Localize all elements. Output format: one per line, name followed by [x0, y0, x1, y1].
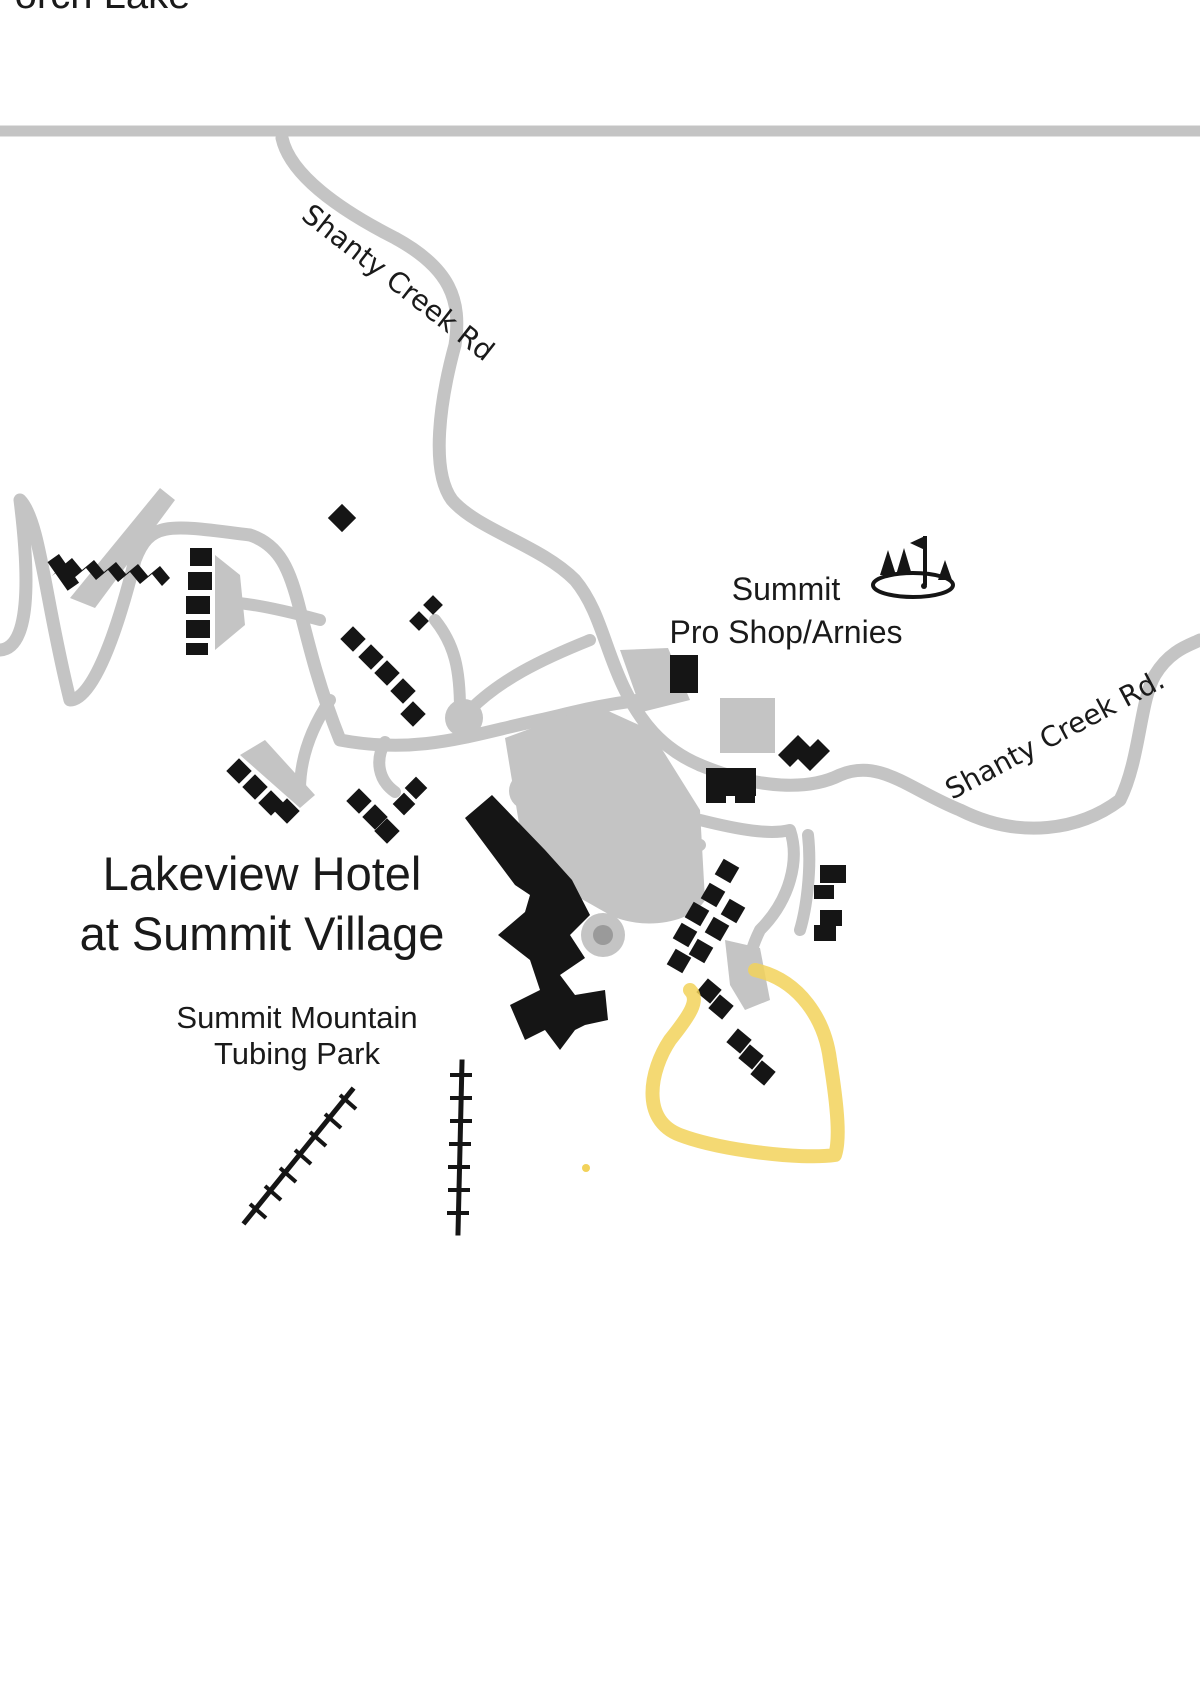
highlight-marker [645, 963, 845, 1164]
header-partial-text: Porch Lake [0, 0, 190, 17]
hotel-label-line2: at Summit Village [80, 907, 445, 960]
buildings [47, 503, 846, 1086]
road-label-north: Shanty Creek Rd [296, 198, 501, 368]
golf-course-icon [871, 536, 955, 599]
tubing-label-line1: Summit Mountain [176, 1000, 417, 1035]
ski-lift-right [447, 1059, 472, 1236]
highlight-dot [582, 1164, 590, 1172]
hotel-label-line1: Lakeview Hotel [103, 847, 422, 900]
pro-shop-label-line1: Summit [732, 571, 841, 607]
ski-lift-left [241, 1086, 358, 1226]
pro-shop-label-line2: Pro Shop/Arnies [669, 614, 902, 650]
tubing-label-line2: Tubing Park [214, 1036, 380, 1071]
